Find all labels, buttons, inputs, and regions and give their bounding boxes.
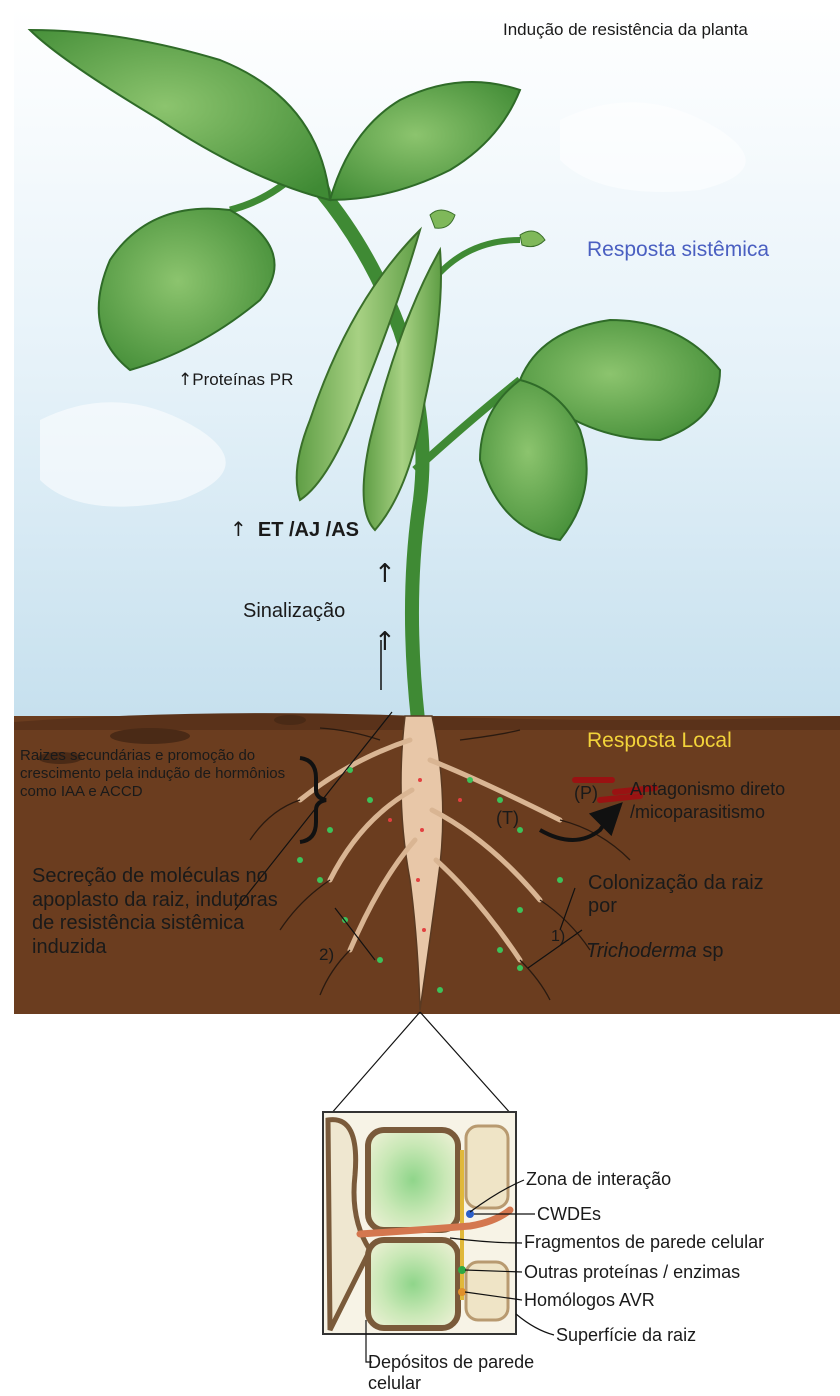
trichoderma-marker: (T) (496, 808, 519, 829)
secretion-label: Secreção de moléculas no apoplasto da ra… (32, 865, 278, 959)
pr-proteins-text: Proteínas PR (192, 370, 293, 389)
diagram-title: Indução de resistência da planta (503, 20, 748, 40)
stone (110, 728, 190, 744)
up-arrow-icon: ↑ (230, 517, 247, 541)
secretion-line-1: Secreção de moléculas no (32, 865, 278, 889)
root-surface-label: Superfície da raiz (556, 1325, 696, 1346)
interaction-zone-label: Zona de interação (526, 1169, 671, 1190)
antagonism-line-1: Antagonismo direto (630, 778, 785, 801)
step-1-label: 1) (551, 928, 565, 946)
pr-proteins-label: ↑Proteínas PR (178, 370, 293, 391)
step-2-label: 2) (319, 945, 334, 965)
cell-inset (323, 1112, 516, 1334)
secretion-line-2: apoplasto da raiz, indutoras (32, 889, 278, 913)
cwdes-label: CWDEs (537, 1204, 601, 1225)
colonization-line-2: por (588, 895, 764, 918)
hormones-text: ET /AJ /AS (258, 519, 359, 541)
up-arrow-icon: ↑ (374, 560, 396, 590)
trichoderma-label: Trichoderma sp (586, 940, 723, 963)
trichoderma-genus: Trichoderma (586, 940, 697, 962)
zoom-line (330, 1012, 420, 1115)
secretion-line-3: de resistência sistêmica (32, 912, 278, 936)
pathogen-marker: (P) (574, 783, 598, 804)
avr-homologs-label: Homólogos AVR (524, 1290, 655, 1311)
antagonism-line-2: /micoparasitismo (630, 801, 785, 824)
up-arrow-icon: ↑ (178, 370, 192, 390)
local-response-label: Resposta Local (587, 729, 732, 753)
wall-deposits-label: Depósitos de parede celular (368, 1352, 588, 1393)
colonization-label: Colonização da raiz por (588, 872, 764, 918)
other-proteins-label: Outras proteínas / enzimas (524, 1262, 740, 1283)
secondary-roots-label: Raizes secundárias e promoção do crescim… (20, 747, 320, 801)
secretion-line-4: induzida (32, 936, 278, 960)
zoom-line (420, 1012, 512, 1115)
trichoderma-sp: sp (697, 940, 724, 962)
systemic-response-label: Resposta sistêmica (587, 238, 769, 262)
signaling-label: Sinalização (243, 600, 345, 623)
antagonism-label: Antagonismo direto /micoparasitismo (630, 778, 785, 823)
colonization-line-1: Colonização da raiz (588, 872, 764, 895)
hormones-label: ↑ ET /AJ /AS (230, 518, 359, 542)
wall-fragments-label: Fragmentos de parede celular (524, 1232, 764, 1253)
up-arrow-icon: ↑ (374, 628, 396, 658)
stone (274, 715, 306, 725)
